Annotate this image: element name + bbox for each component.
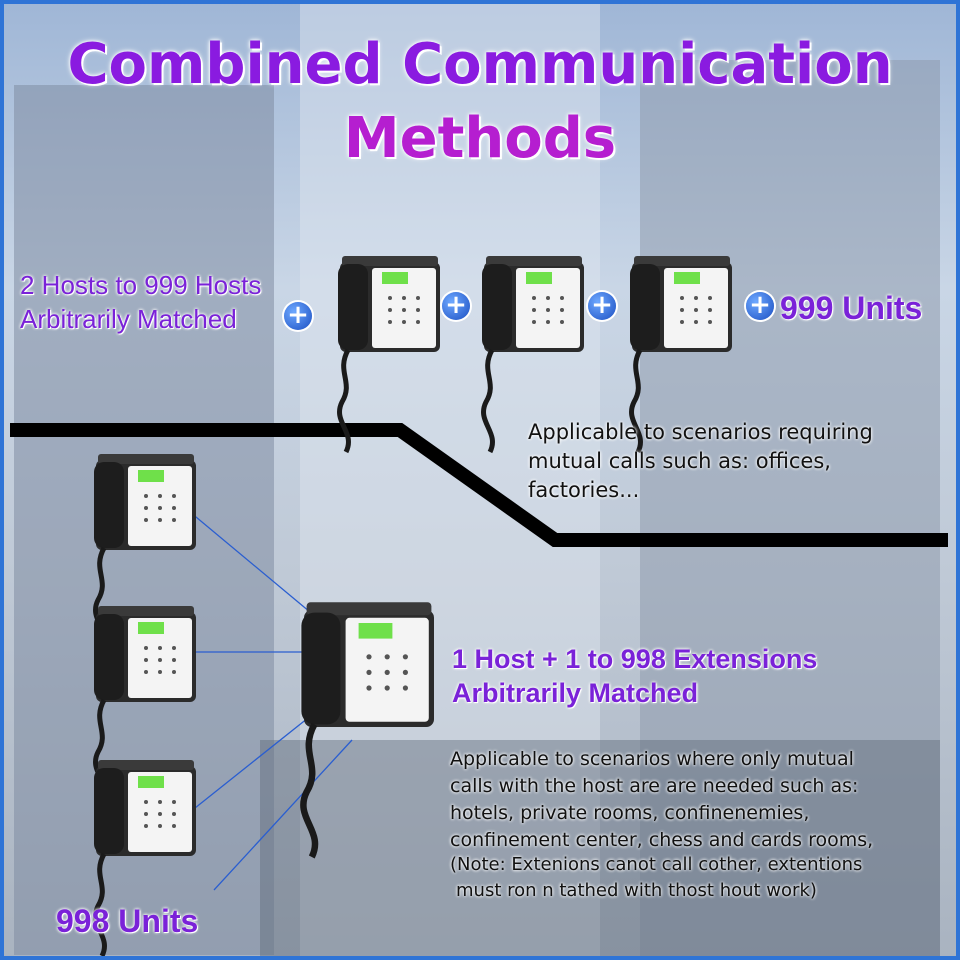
bottom-desc-line: confinement center, chess and cards room… [450,829,874,851]
building-base [260,740,940,960]
top-units-label: 999 Units [780,290,923,326]
top-label-line-1: 2 Hosts to 999 Hosts [20,270,262,300]
bottom-label-line-2: Arbitrarily Matched [452,678,699,708]
title-line-1: Combined Communication [67,32,893,97]
note-line: (Note: Extenions canot call cother, exte… [450,854,863,875]
top-desc-line: factories... [528,478,640,502]
section-divider [10,423,948,547]
connector-line-1 [189,511,311,613]
connector-line-3 [189,717,309,813]
building-right [640,60,940,960]
title-line-2: Methods [343,106,617,171]
bottom-units-label: 998 Units [56,903,199,939]
plus-circle-icon: + [442,292,470,320]
plus-circle-icon: + [746,292,774,320]
bottom-label-line-1: 1 Host + 1 to 998 Extensions [452,644,818,674]
bottom-desc-line: Applicable to scenarios where only mutua… [450,748,854,770]
plus-circle-icon: + [588,292,616,320]
top-label-line-2: Arbitrarily Matched [20,304,237,334]
plus-circle-icon: + [284,302,312,330]
bottom-note: (Note: Extenions canot call cother, exte… [450,852,862,904]
top-desc-line: mutual calls such as: offices, [528,449,831,473]
top-desc-line: Applicable to scenarios requiring [528,420,873,444]
building-center [300,0,600,960]
bottom-label: 1 Host + 1 to 998 Extensions Arbitrarily… [452,642,817,710]
bottom-description: Applicable to scenarios where only mutua… [450,746,873,854]
top-description: Applicable to scenarios requiring mutual… [528,418,873,505]
bottom-desc-line: calls with the host are are needed such … [450,775,859,797]
top-label: 2 Hosts to 999 Hosts Arbitrarily Matched [20,268,261,336]
page-title: Combined Communication Methods [0,28,960,176]
connector-line-4 [213,739,353,891]
bottom-desc-line: hotels, private rooms, confinenemies, [450,802,810,824]
note-line: must ron n tathed with thost hout work) [456,880,817,901]
